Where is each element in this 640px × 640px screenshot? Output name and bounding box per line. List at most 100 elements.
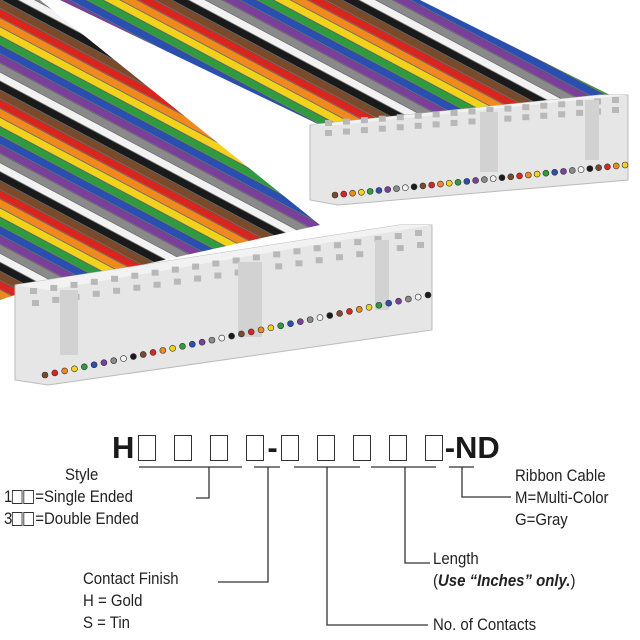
contact-hole (468, 108, 476, 115)
wire-end (424, 291, 432, 299)
contact-hole (394, 233, 402, 240)
contact-hole (414, 122, 422, 129)
wire-end (80, 363, 88, 371)
wire-end (612, 162, 620, 170)
placeholder-box (23, 512, 35, 526)
contact-hole (432, 121, 440, 128)
front-ribbon-cable (0, 0, 320, 300)
contact-hole (360, 117, 368, 124)
contact-hole (192, 263, 200, 270)
wire-end (375, 301, 383, 309)
contact-hole (378, 115, 386, 122)
wire-end (267, 324, 275, 332)
wire-end (533, 170, 541, 178)
style-double-text: =Double Ended (35, 509, 139, 528)
wire-end (516, 172, 523, 180)
wire-end (149, 349, 157, 356)
contact-hole (50, 284, 58, 291)
part-number-template: H - -ND (112, 428, 500, 468)
contact-hole (252, 254, 260, 261)
wire-end (604, 163, 611, 171)
wire-end (595, 164, 602, 172)
wire-end (159, 347, 167, 354)
part-dash: - (267, 430, 278, 465)
contact-hole (360, 127, 368, 134)
contact-hole (396, 124, 404, 131)
wire-end (621, 161, 629, 169)
wire-end (349, 189, 356, 197)
wire-end (247, 328, 255, 336)
contact-hole (30, 288, 37, 294)
contact-hole (313, 245, 321, 252)
contact-hole (151, 269, 159, 276)
wire-end (169, 345, 176, 352)
contact-hole (504, 115, 512, 122)
length-box (352, 435, 371, 461)
wire-end (90, 361, 98, 369)
front-connector (14, 224, 433, 386)
contact-hole (356, 251, 364, 258)
contact-hole (540, 112, 548, 119)
wire-end (385, 299, 393, 307)
ribbon-gray: G=Gray (515, 510, 568, 529)
wire-end (277, 322, 284, 330)
length-title: Length (433, 549, 479, 568)
contact-hole (378, 125, 386, 132)
part-prefix: H (112, 430, 135, 465)
contact-hole (32, 300, 39, 306)
wire-end (384, 186, 392, 193)
wire-end (577, 166, 585, 173)
contact-hole (450, 109, 458, 116)
wire-end (568, 167, 576, 174)
wire-end (375, 187, 383, 194)
wire-end (507, 173, 515, 181)
wire-end (51, 369, 59, 377)
contacts-box (316, 435, 335, 461)
part-suffix: -ND (444, 430, 500, 465)
style-box (210, 435, 229, 461)
contact-hole (504, 105, 512, 112)
length-note: (Use “Inches” only.) (433, 570, 575, 592)
contact-hole (325, 120, 332, 126)
contact-finish-tin: S = Tin (83, 613, 130, 632)
wire-end (189, 340, 196, 348)
contact-hole (450, 119, 458, 126)
wire-end (287, 320, 294, 328)
wire-end (358, 188, 365, 196)
contact-hole (468, 118, 476, 125)
wire-end (208, 336, 216, 344)
contact-hole (90, 278, 98, 285)
contact-finish-title: Contact Finish (83, 569, 179, 588)
wire-end (419, 182, 427, 190)
wire-end (437, 180, 444, 188)
contact-hole (194, 275, 202, 282)
style-box (174, 435, 193, 461)
contact-hole (232, 257, 240, 264)
wire-end (71, 365, 78, 373)
contact-hole (558, 101, 566, 108)
style-double: 3=Double Ended (4, 508, 139, 530)
contact-hole (486, 107, 494, 114)
wire-end (120, 355, 127, 362)
placeholder-box (12, 490, 23, 504)
wire-end (366, 188, 374, 195)
ribbon-multi: M=Multi-Color (515, 488, 609, 507)
ribbon-box (424, 435, 443, 461)
contact-hole (612, 107, 619, 113)
contact-hole (52, 296, 60, 303)
contact-hole (432, 111, 440, 118)
contact-hole (111, 275, 119, 282)
contact-hole (173, 278, 181, 285)
contact-hole (396, 114, 404, 121)
wire-end (551, 168, 558, 176)
contact-finish-gold: H = Gold (83, 591, 143, 610)
wire-end (340, 190, 348, 198)
wire-end (238, 330, 245, 338)
length-note-text: Use “Inches” only. (437, 571, 571, 590)
wire-end (297, 318, 304, 325)
wire-end (586, 165, 594, 172)
wire-end (257, 326, 265, 334)
contact-hole (333, 242, 341, 249)
ribbon-title: Ribbon Cable (515, 466, 606, 485)
contact-hole (315, 257, 323, 264)
